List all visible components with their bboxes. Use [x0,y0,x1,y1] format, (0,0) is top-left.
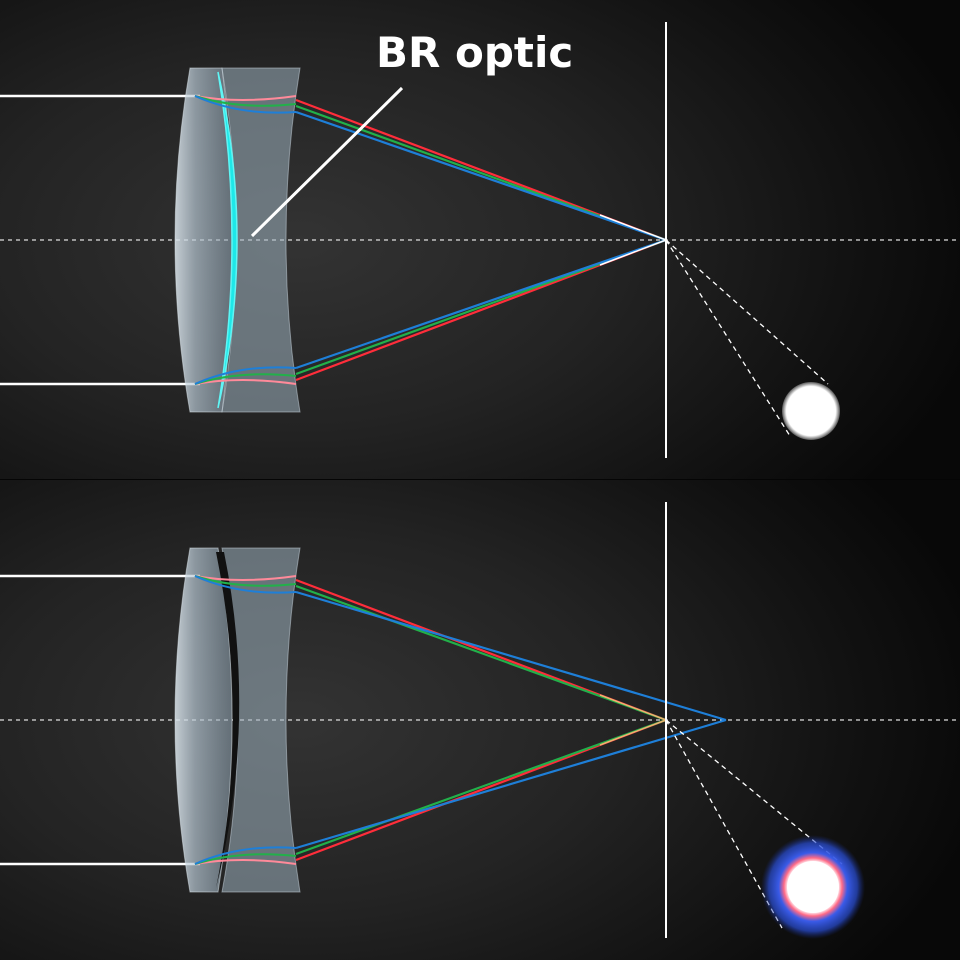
top-diagram [0,22,960,458]
magnifier-lines [665,239,829,437]
lens-element-front [174,547,233,893]
rays-inside-lens-lower [194,846,297,865]
bottom-panel-conventional [0,480,960,960]
top-panel-br-optic: BR optic [0,0,960,480]
lens-air-gap [216,552,240,888]
focus-spot-core [787,861,839,913]
label-leader-line [250,86,404,238]
rays-inside-lens-lower [194,366,297,385]
br-optic-label: BR optic [376,28,574,77]
focus-spot-sharp [782,382,840,440]
rays-inside-lens-upper [194,575,297,594]
rays-inside-lens-upper [194,95,297,114]
converging-rays-bottom [295,578,727,862]
br-optic-layer [217,71,238,409]
bottom-diagram [0,502,960,939]
